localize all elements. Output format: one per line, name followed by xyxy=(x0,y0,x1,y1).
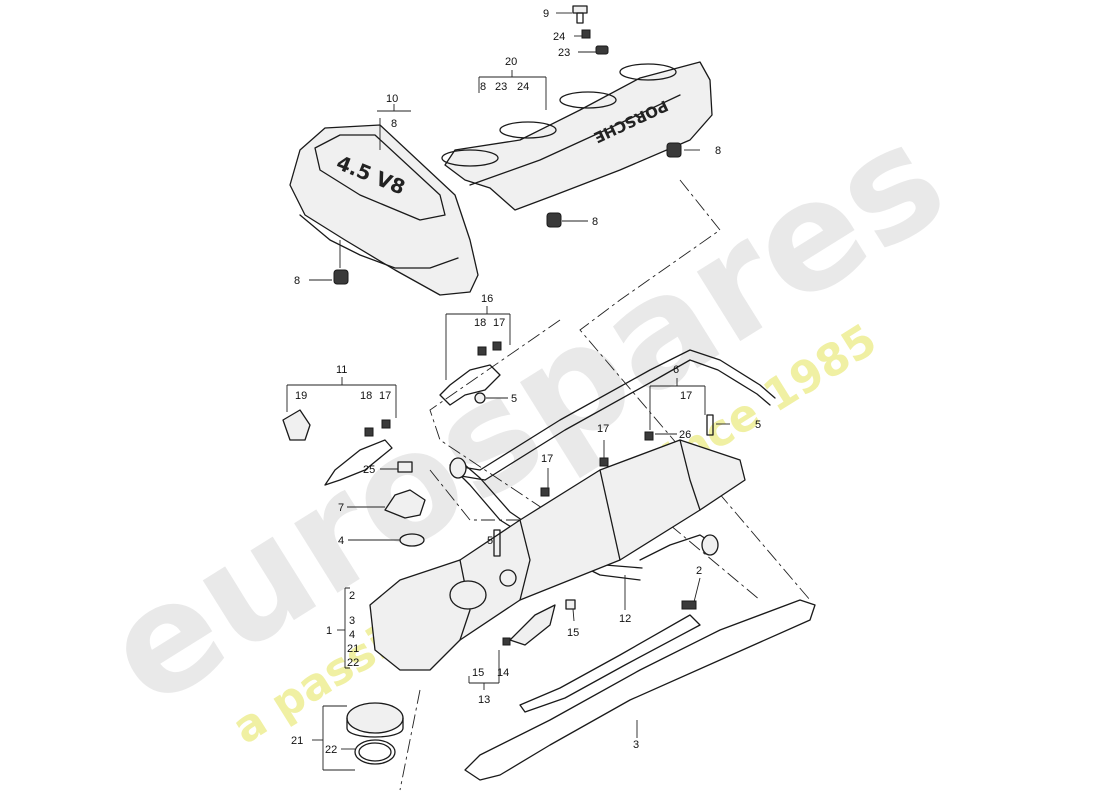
callout-19: 19 xyxy=(295,390,307,402)
callout-6: 6 xyxy=(673,364,679,376)
oil-filler-neck xyxy=(449,580,487,610)
callout-4-seal: 4 xyxy=(338,535,344,547)
bracket-16 xyxy=(439,341,502,406)
callout-8-mid: 8 xyxy=(592,216,598,228)
callout-16-17: 17 xyxy=(493,317,505,329)
o-ring xyxy=(354,739,396,765)
breather-hose xyxy=(449,349,776,581)
grommets xyxy=(333,142,682,285)
grommet-mid xyxy=(546,212,562,228)
callout-6-17: 17 xyxy=(680,390,692,402)
callout-labels: 9 24 23 20 8 23 24 10 8 8 8 8 16 18 17 1… xyxy=(291,8,761,756)
callout-20-8: 8 xyxy=(480,81,486,93)
bracket-14 xyxy=(509,604,556,646)
clip-15 xyxy=(565,599,576,610)
leader-lines xyxy=(286,12,730,771)
cover-7 xyxy=(384,489,426,519)
callout-16-18: 18 xyxy=(474,317,486,329)
grommet-left xyxy=(333,269,349,285)
callout-21: 21 xyxy=(291,735,303,747)
left-engine-cover: 4.5 V8 xyxy=(289,124,479,296)
callout-5-right: 5 xyxy=(755,419,761,431)
seal-4 xyxy=(399,533,425,547)
callout-24-top: 24 xyxy=(553,31,565,43)
callout-7: 7 xyxy=(338,502,344,514)
callout-23-top: 23 xyxy=(558,47,570,59)
callout-11-18: 18 xyxy=(360,390,372,402)
callout-22-group: 22 xyxy=(347,657,359,669)
callout-10: 10 xyxy=(386,93,398,105)
callout-5-left: 5 xyxy=(487,535,493,547)
callout-10-8: 8 xyxy=(391,118,397,130)
callout-16: 16 xyxy=(481,293,493,305)
callout-8-left: 8 xyxy=(294,275,300,287)
callout-21-group: 21 xyxy=(347,643,359,655)
callout-8-right: 8 xyxy=(715,145,721,157)
callout-20-24: 24 xyxy=(517,81,529,93)
callout-9: 9 xyxy=(543,8,549,20)
callout-12: 12 xyxy=(619,613,631,625)
callout-11-17: 17 xyxy=(379,390,391,402)
callout-15-right: 15 xyxy=(567,627,579,639)
oil-cap xyxy=(346,702,404,738)
washer-23 xyxy=(595,45,609,55)
callout-20-23: 23 xyxy=(495,81,507,93)
callout-2: 2 xyxy=(696,565,702,577)
cylinder-head-cover xyxy=(369,439,746,671)
callout-2-group: 2 xyxy=(349,590,355,602)
callout-11: 11 xyxy=(336,364,347,376)
callout-3: 3 xyxy=(633,739,639,751)
callout-3-group: 3 xyxy=(349,615,355,627)
right-engine-cover: PORSCHE xyxy=(441,61,713,211)
callout-15-left: 15 xyxy=(472,667,484,679)
callout-26: 26 xyxy=(679,429,691,441)
clip-25 xyxy=(397,461,413,473)
callout-4-group: 4 xyxy=(349,629,355,641)
callout-13: 13 xyxy=(478,694,490,706)
sleeve-24 xyxy=(581,29,591,39)
grommet-right xyxy=(666,142,682,158)
callout-22: 22 xyxy=(325,744,337,756)
callout-20: 20 xyxy=(505,56,517,68)
bracket-11 xyxy=(282,409,393,486)
callout-14: 14 xyxy=(497,667,509,679)
callout-5-bracket: 5 xyxy=(511,393,517,405)
callout-25: 25 xyxy=(363,464,375,476)
small-parts xyxy=(384,414,714,646)
top-fasteners xyxy=(572,5,609,55)
callout-17-a: 17 xyxy=(597,423,609,435)
bolt-9 xyxy=(572,5,588,14)
callout-17-b: 17 xyxy=(541,453,553,465)
callout-1: 1 xyxy=(326,625,332,637)
cover-gasket xyxy=(464,599,816,781)
